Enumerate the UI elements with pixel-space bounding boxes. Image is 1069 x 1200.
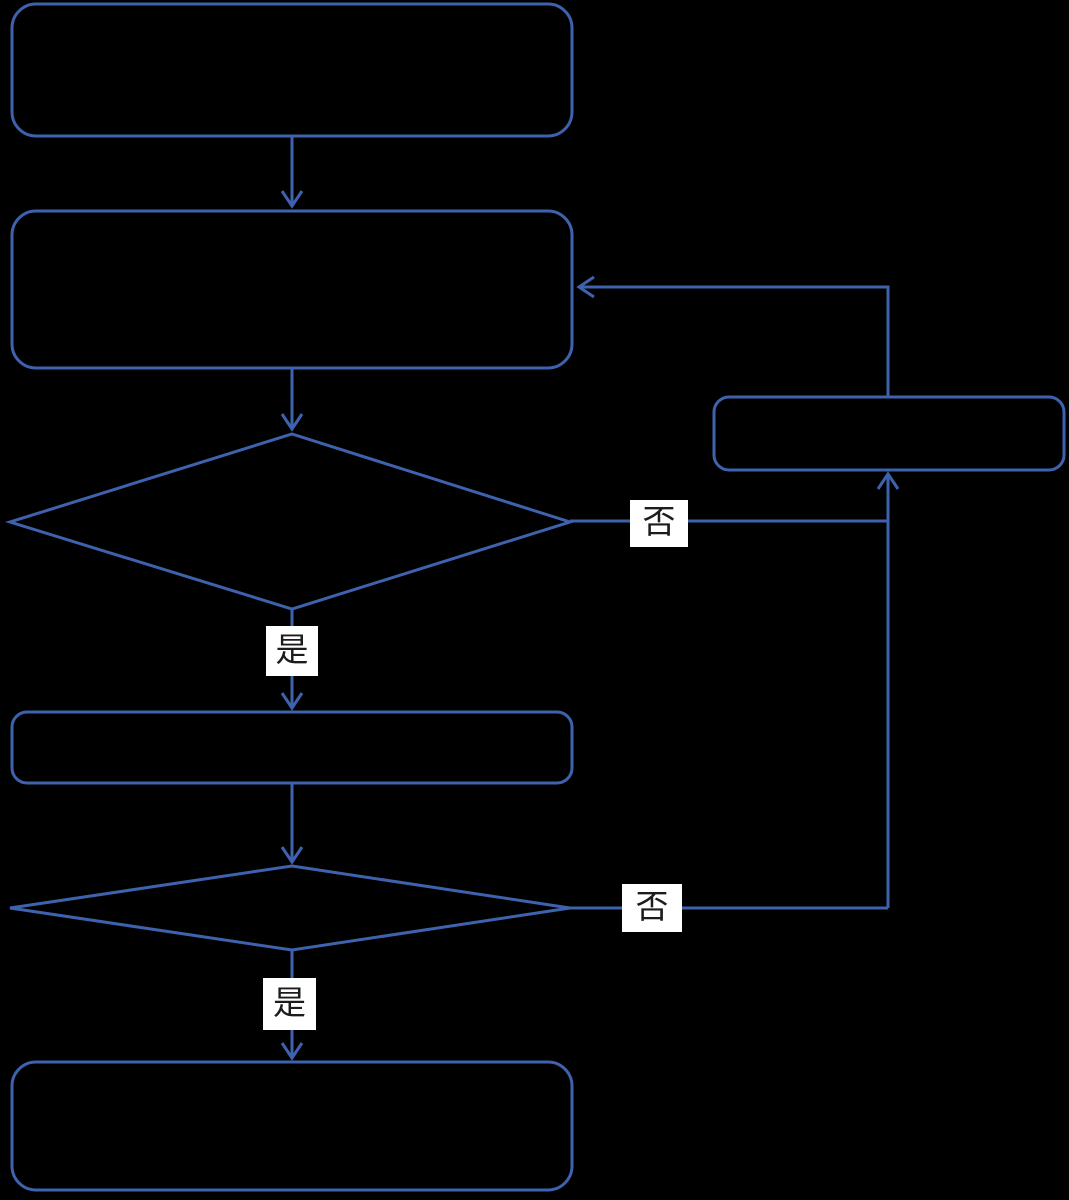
start-node: [10, 2, 574, 138]
decision2-yes-label: 是: [263, 978, 316, 1030]
process-node-2: [10, 710, 574, 785]
decision2-no-label: 否: [622, 884, 682, 932]
decision-node-1: [4, 432, 575, 611]
decision-node-2: [9, 864, 571, 952]
end-node: [10, 1060, 574, 1192]
loop-return-node: [712, 395, 1066, 472]
process-node-1: [10, 209, 574, 370]
decision1-no-label: 否: [630, 500, 688, 547]
decision1-yes-label: 是: [266, 626, 318, 676]
edge-loop-node-back-to-process1: [576, 275, 890, 397]
